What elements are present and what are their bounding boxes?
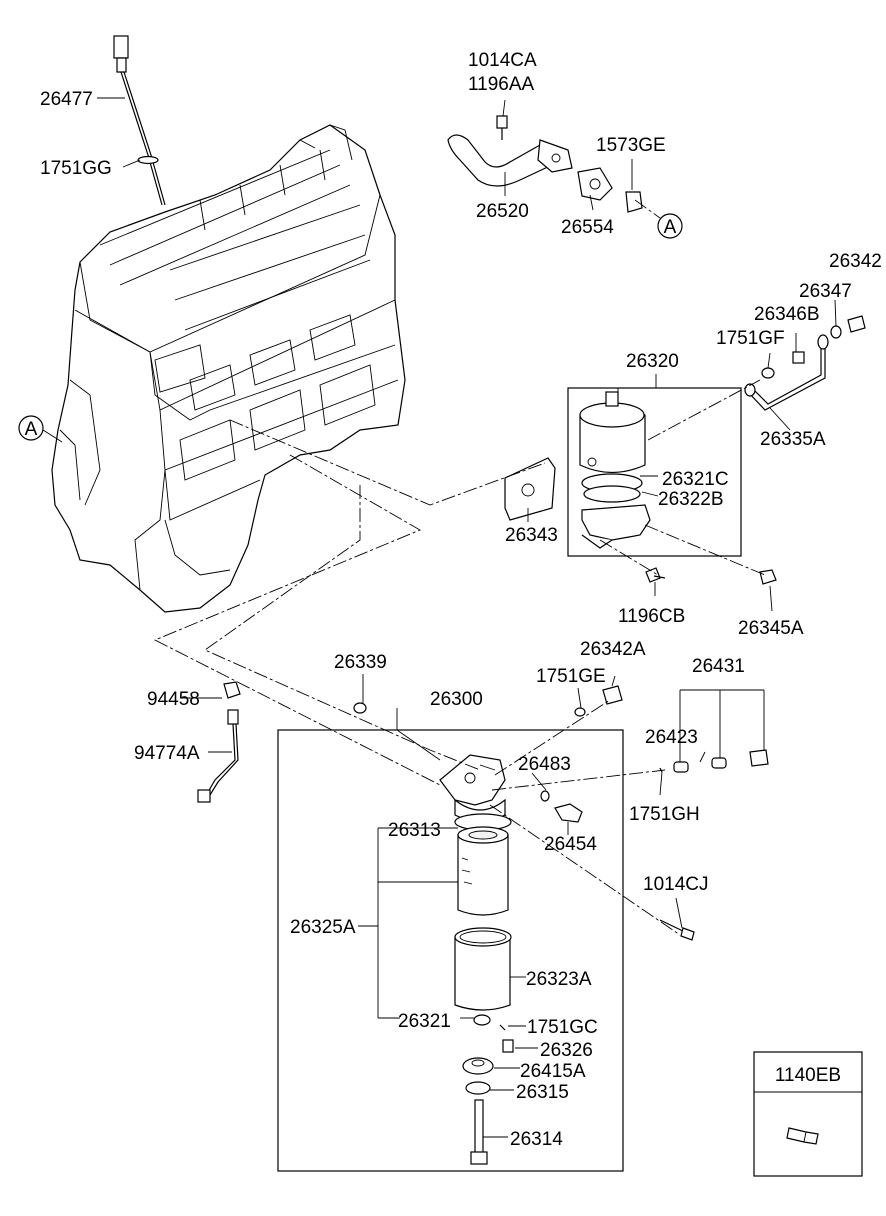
label-26325A: 26325A xyxy=(290,917,356,938)
bolt-26454 xyxy=(554,803,583,823)
label-26322B: 26322B xyxy=(658,489,724,510)
label-26346B: 26346B xyxy=(754,304,820,325)
label-26554: 26554 xyxy=(561,217,614,238)
plug-1573GE xyxy=(625,191,643,213)
plugs-26423-26431 xyxy=(659,749,769,773)
label-26300: 26300 xyxy=(430,689,483,710)
small-fittings-top-right xyxy=(761,315,866,379)
plug-26342A xyxy=(574,685,623,717)
label-94774A: 94774A xyxy=(134,743,200,764)
label-26431: 26431 xyxy=(692,656,745,677)
label-26423: 26423 xyxy=(645,727,698,748)
washer-26315 xyxy=(465,1081,491,1095)
assembly-box-26300 xyxy=(277,729,624,1172)
tube-26335A xyxy=(744,334,829,411)
legend-1140EB: 1140EB xyxy=(753,1051,863,1177)
pin-1751GC xyxy=(499,1024,506,1031)
bolt-26326 xyxy=(502,1039,514,1053)
engine-block xyxy=(51,124,406,613)
label-1751GH: 1751GH xyxy=(629,804,700,825)
washer-26339 xyxy=(353,702,367,714)
pipe-26483 xyxy=(540,790,550,802)
label-26335A: 26335A xyxy=(760,429,826,450)
bolt-26314 xyxy=(470,1099,488,1165)
leader-lines xyxy=(97,97,837,1138)
assembly-dash-lines xyxy=(153,199,766,936)
label-1014CJ: 1014CJ xyxy=(643,874,709,895)
gasket-26554 xyxy=(577,167,613,201)
reference-marker-engine: A xyxy=(18,415,63,443)
label-26477: 26477 xyxy=(40,89,93,110)
bolt-1196CB xyxy=(645,567,666,583)
label-26315: 26315 xyxy=(516,1082,569,1103)
label-26339: 26339 xyxy=(334,652,387,673)
filter-element xyxy=(457,826,509,916)
label-26323A: 26323A xyxy=(526,969,592,990)
label-26321C: 26321C xyxy=(662,469,729,490)
filter-case-26323A xyxy=(454,927,512,1011)
label-26320: 26320 xyxy=(626,351,679,372)
assembly-box-26320 xyxy=(567,387,742,557)
label-26415A: 26415A xyxy=(520,1061,586,1082)
part-labels: 26477 1751GG 1014CA 1196AA 1573GE 26520 … xyxy=(40,50,882,1150)
label-26342A: 26342A xyxy=(580,639,646,660)
label-1014CA: 1014CA xyxy=(468,50,537,71)
filter-head-26300 xyxy=(439,754,506,823)
sensor-94458 xyxy=(223,681,241,699)
label-1573GE: 1573GE xyxy=(596,135,666,156)
label-1196AA: 1196AA xyxy=(468,74,535,95)
label-26347: 26347 xyxy=(799,281,852,302)
ref-a-top: A xyxy=(664,217,677,238)
bolt-1014CJ xyxy=(659,919,695,941)
oring-26321 xyxy=(473,1014,491,1026)
label-26454: 26454 xyxy=(544,834,597,855)
oil-pipe-26520 xyxy=(447,115,573,187)
label-1751GE: 1751GE xyxy=(536,666,606,687)
label-1751GF: 1751GF xyxy=(716,328,785,349)
label-1751GC: 1751GC xyxy=(527,1017,598,1038)
label-1140EB: 1140EB xyxy=(775,1065,841,1086)
ref-a-engine: A xyxy=(25,419,38,440)
label-26520: 26520 xyxy=(476,201,529,222)
sensor-wire-94774A xyxy=(197,709,239,803)
label-26345A: 26345A xyxy=(738,618,804,639)
label-26343: 26343 xyxy=(505,525,558,546)
label-1196CB: 1196CB xyxy=(618,606,685,627)
gasket-26343 xyxy=(504,457,556,521)
label-26313: 26313 xyxy=(388,820,441,841)
label-26321: 26321 xyxy=(398,1011,451,1032)
label-1751GG: 1751GG xyxy=(40,158,112,179)
label-26342: 26342 xyxy=(829,251,882,272)
reference-marker-top: A xyxy=(657,213,683,239)
dipstick-26477 xyxy=(113,35,166,206)
label-26326: 26326 xyxy=(540,1040,593,1061)
washer-26415A xyxy=(462,1057,494,1075)
label-26483: 26483 xyxy=(518,754,571,775)
label-26314: 26314 xyxy=(510,1129,563,1150)
bolt-26345A xyxy=(759,569,777,585)
separator-26320 xyxy=(579,391,651,549)
label-94458: 94458 xyxy=(147,689,200,710)
